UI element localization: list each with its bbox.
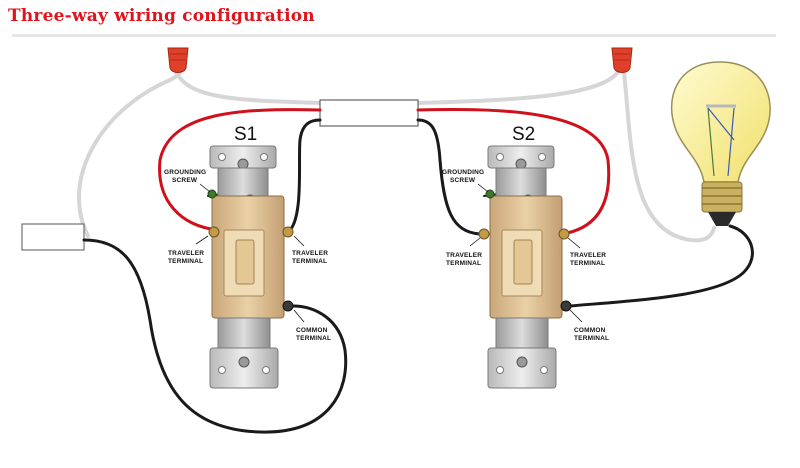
traveler-wire-s2-left: [416, 118, 482, 236]
s1-traveler-left-label-2: TERMINAL: [168, 258, 203, 265]
s2-traveler-right-label-2: TERMINAL: [570, 260, 605, 267]
cable-sheath: [21, 223, 85, 251]
s1-common-terminal: [282, 300, 294, 312]
page-title: Three-way wiring configuration: [8, 6, 315, 26]
s2-traveler-left-label-1: TRAVELER: [446, 252, 482, 259]
s1-traveler-terminal-left: [208, 226, 220, 238]
light-bulb: [670, 61, 771, 226]
neutral-wires: [77, 64, 716, 243]
s2-grounding-label-2: SCREW: [450, 177, 476, 184]
s1-grounding-label-1: GROUNDING: [164, 169, 206, 176]
s2-traveler-right-label-1: TRAVELER: [570, 252, 606, 259]
neutral-wire-left: [77, 64, 183, 238]
s2-common-label-1: COMMON: [574, 327, 606, 334]
switch-s2-label: S2: [512, 124, 535, 145]
wire-nut-left: [167, 47, 189, 73]
s1-common-label-1: COMMON: [296, 327, 328, 334]
hot-wire-lamp: [568, 224, 754, 308]
s1-traveler-terminal-right: [282, 226, 294, 238]
wire-nut-right: [611, 47, 633, 73]
neutral-wire-lamp: [622, 70, 716, 243]
s2-common-label-2: TERMINAL: [574, 335, 609, 342]
switch-s1-label: S1: [234, 124, 257, 145]
neutral-wire-top: [174, 70, 620, 105]
s1-traveler-right-label-2: TERMINAL: [292, 258, 327, 265]
hot-wires: [82, 118, 754, 434]
s1-grounding-label-2: SCREW: [172, 177, 198, 184]
s2-grounding-label-1: GROUNDING: [442, 169, 484, 176]
s1-common-label-2: TERMINAL: [296, 335, 331, 342]
title-underline: [12, 34, 776, 37]
s2-common-terminal: [560, 300, 572, 312]
s2-traveler-terminal-left: [478, 228, 490, 240]
s2-traveler-terminal-right: [558, 228, 570, 240]
splice-sheath: [319, 99, 419, 127]
s2-traveler-left-label-2: TERMINAL: [446, 260, 481, 267]
switch-s1: S1 GROUNDING SCREW TRAVELER TERMINAL: [164, 124, 331, 389]
switch-s2: S2 GROUNDING SCREW TRAVELER TERMINAL TRA…: [442, 124, 609, 389]
traveler-wire-upper: [158, 108, 322, 232]
traveler-wire-upper-right: [416, 108, 611, 236]
s1-traveler-right-label-1: TRAVELER: [292, 250, 328, 257]
traveler-wires: [158, 108, 611, 236]
hot-wire-line: [82, 238, 348, 434]
traveler-wire-s1-right: [286, 118, 322, 234]
s1-traveler-left-label-1: TRAVELER: [168, 250, 204, 257]
